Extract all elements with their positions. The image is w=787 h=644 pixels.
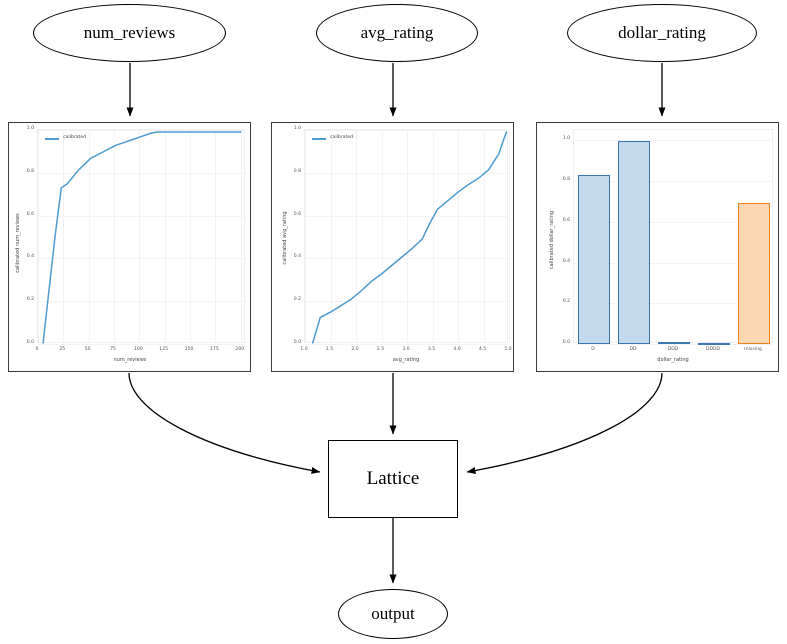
chart-panel-num-reviews: calibrated 1.0 0.8 0.6 0.4 0.2 0.0 0 25 … [8, 122, 251, 372]
chart-panel-avg-rating: calibrated 1.0 0.8 0.6 0.4 0.2 0.0 1.0 1… [271, 122, 514, 372]
edge-chart1-to-lattice [128, 372, 321, 474]
edge-chart3-to-lattice [466, 372, 663, 474]
bar-d [578, 174, 610, 344]
ytick-label: 1.0 [26, 126, 34, 131]
xtick-label: 4.0 [453, 347, 461, 352]
xtick-label: 3.0 [402, 347, 410, 352]
xtick-label: DD [629, 347, 637, 352]
bar-ddd [658, 342, 690, 345]
ytick-label: 0.8 [26, 168, 34, 174]
input-node-avg-rating[interactable]: avg_rating [316, 4, 478, 62]
ytick-label: 0.6 [26, 211, 34, 217]
xtick-label: 4.5 [478, 347, 487, 352]
ytick-label: 0.2 [562, 299, 570, 305]
xtick-label: DDD [667, 347, 679, 352]
ytick-label: 0.0 [26, 340, 34, 345]
ytick-label: 0.4 [293, 254, 301, 260]
input-node-label: dollar_rating [618, 23, 706, 42]
legend-swatch-calibrated [45, 138, 59, 140]
output-node-label: output [371, 604, 415, 623]
xtick-label: 3.5 [427, 347, 436, 352]
chart-panel-dollar-rating: 1.0 0.8 0.6 0.4 0.2 0.0 D DD DDD DDDD mi… [536, 122, 779, 372]
xtick-label: 75 [110, 347, 116, 352]
xtick-label: 2.5 [376, 347, 385, 352]
bar-dd [618, 141, 650, 344]
xtick-label: missing [744, 347, 762, 352]
xaxis-title-num-reviews: num_reviews [113, 357, 147, 363]
input-node-label: avg_rating [360, 23, 434, 42]
ytick-label: 0.4 [562, 258, 570, 264]
xtick-label: 1.5 [325, 347, 334, 352]
yaxis-title-dollar-rating: calibrated dollar_rating [549, 210, 555, 270]
xtick-label: 5.0 [504, 347, 512, 352]
plot-area-dollar-rating [573, 129, 773, 346]
bar-missing [738, 202, 770, 344]
xtick-label: 200 [235, 347, 245, 352]
lattice-node[interactable]: Lattice [328, 440, 458, 518]
line-series-avg-rating [311, 131, 508, 344]
ytick-label: 0.6 [293, 211, 301, 217]
xtick-label: 25 [59, 347, 66, 352]
plot-area-num-reviews [37, 129, 245, 345]
xtick-label: 2.0 [351, 347, 359, 352]
ytick-label: 0.8 [293, 168, 301, 174]
bar-dddd [698, 343, 730, 346]
output-node[interactable]: output [338, 589, 448, 639]
xtick-label: 100 [134, 347, 143, 352]
ytick-label: 1.0 [293, 126, 301, 131]
xtick-label: D [591, 347, 595, 352]
ytick-label: 0.2 [26, 297, 34, 303]
xaxis-title-avg-rating: avg_rating [392, 357, 420, 363]
yaxis-title-num-reviews: calibrated num_reviews [15, 213, 21, 273]
yaxis-title-avg-rating: calibrated avg_rating [282, 211, 288, 265]
xtick-label: 1.0 [300, 347, 308, 352]
xtick-label: 175 [210, 347, 219, 352]
xtick-label: 150 [184, 347, 194, 352]
input-node-dollar-rating[interactable]: dollar_rating [567, 4, 757, 62]
plot-area-avg-rating [304, 129, 510, 345]
xtick-label: 50 [84, 347, 91, 352]
ytick-label: 0.0 [293, 340, 301, 345]
legend-label-calibrated: calibrated [330, 135, 354, 140]
xaxis-title-dollar-rating: dollar_rating [657, 357, 689, 363]
xtick-label: DDDD [705, 347, 721, 352]
ytick-label: 0.0 [562, 340, 570, 345]
legend-label-calibrated: calibrated [63, 135, 87, 140]
input-node-label: num_reviews [83, 23, 176, 42]
ytick-label: 0.4 [26, 254, 34, 260]
lattice-node-label: Lattice [366, 468, 420, 489]
ytick-label: 1.0 [562, 136, 570, 142]
ytick-label: 0.2 [293, 297, 301, 303]
input-node-num-reviews[interactable]: num_reviews [33, 4, 226, 62]
legend-swatch-calibrated [312, 138, 326, 140]
ytick-label: 0.8 [562, 177, 570, 183]
xtick-label: 0 [35, 347, 39, 352]
line-series-num-reviews [42, 131, 242, 344]
xtick-label: 125 [159, 347, 169, 352]
ytick-label: 0.6 [562, 217, 570, 223]
